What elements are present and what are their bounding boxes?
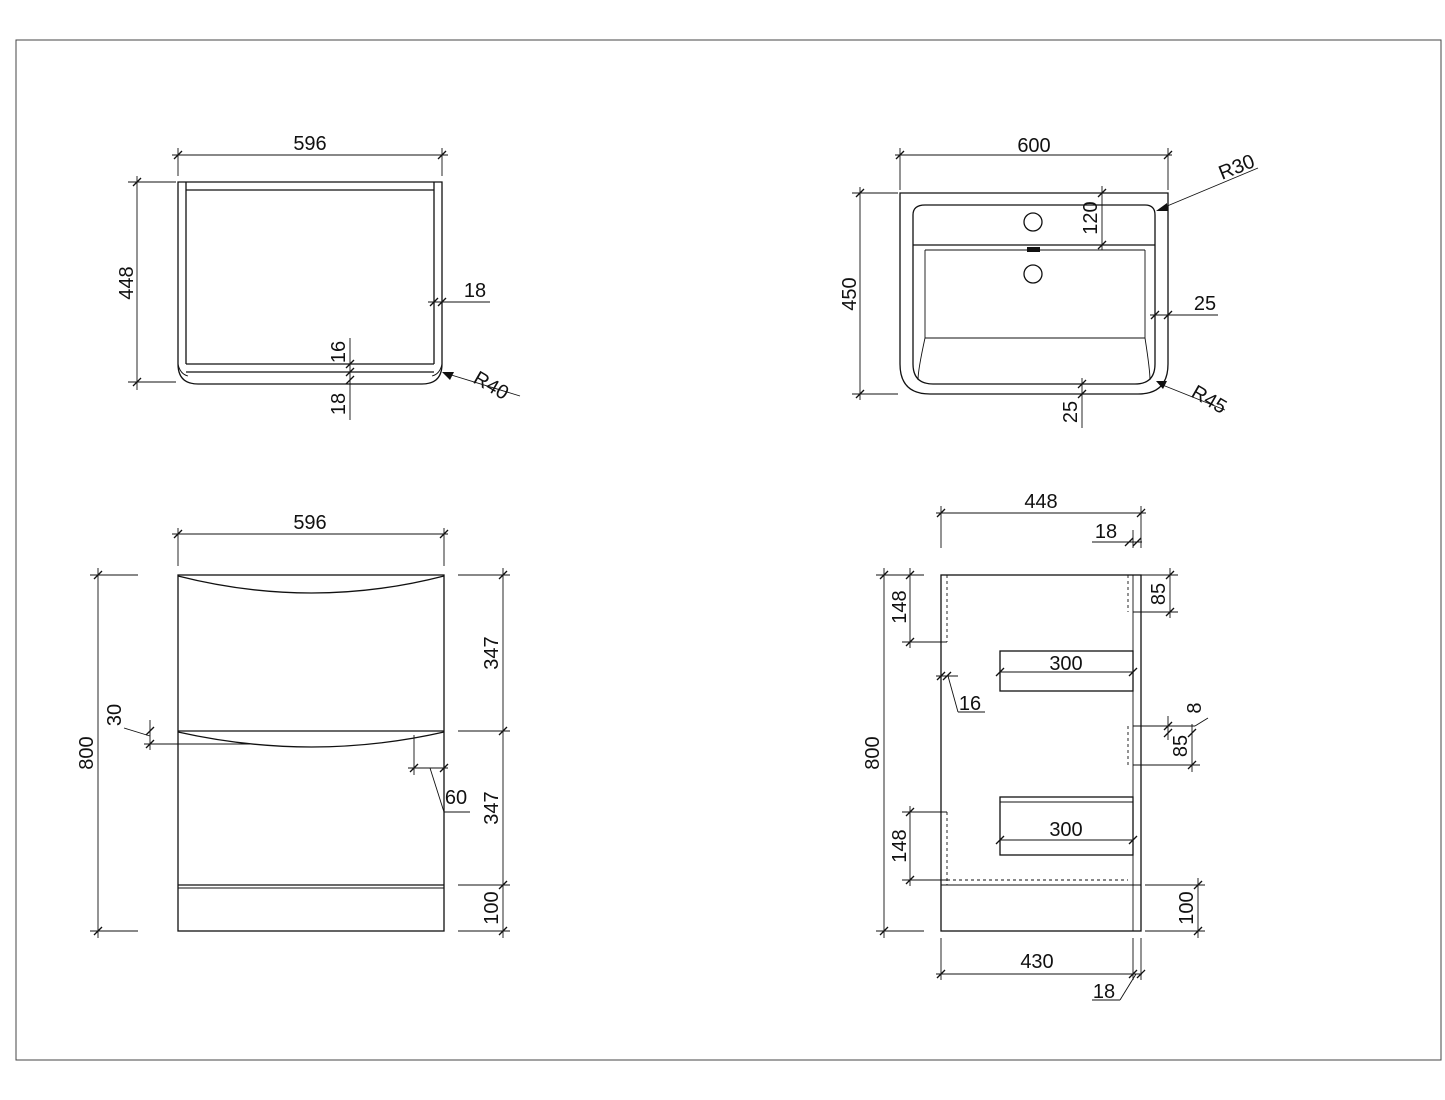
side-drawer-bottom-label: 300	[1049, 819, 1082, 841]
front-drawer-top-label: 347	[481, 636, 503, 669]
side-panel-thickness-label: 16	[959, 693, 981, 715]
side-runner-gap-label: 8	[1184, 702, 1206, 713]
cabinet-top-view: 596 448 18 16 18 R40	[116, 133, 521, 420]
cabinet-side-label: 18	[464, 280, 486, 302]
side-height-label: 800	[862, 736, 884, 769]
sheet-border	[15, 39, 1442, 1061]
cabinet-front-label: 18	[328, 393, 350, 415]
side-inner-depth-label: 430	[1020, 951, 1053, 973]
side-runner-height-label: 85	[1148, 583, 1170, 605]
cabinet-width-label: 596	[293, 133, 326, 155]
side-runner-height-lower-label: 85	[1170, 735, 1192, 757]
front-handle-offset-label: 60	[445, 787, 467, 809]
basin-depth-label: 450	[839, 277, 861, 310]
drain-hole-icon	[1023, 264, 1043, 284]
basin-width-label: 600	[1017, 135, 1050, 157]
front-handle-depth-label: 30	[104, 704, 126, 726]
cabinet-back-label: 16	[328, 341, 350, 363]
basin-top-view: 600 450 120 R30 25 25 R45	[839, 135, 1259, 428]
tap-hole-icon	[1023, 212, 1043, 232]
side-top-panel-label: 18	[1095, 521, 1117, 543]
basin-front-radius-label: R45	[1188, 381, 1231, 418]
side-plinth-label: 100	[1176, 891, 1198, 924]
side-top-rail-label: 148	[889, 590, 911, 623]
cabinet-front-view: 596 800 347 347 100 30 60	[76, 512, 510, 938]
side-depth-label: 448	[1024, 491, 1057, 513]
side-back-panel-label: 18	[1093, 981, 1115, 1003]
basin-deck-label: 120	[1080, 201, 1102, 234]
cabinet-depth-label: 448	[116, 266, 138, 299]
front-height-label: 800	[76, 736, 98, 769]
front-width-label: 596	[293, 512, 326, 534]
cabinet-radius-label: R40	[470, 367, 513, 404]
side-drawer-top-label: 300	[1049, 653, 1082, 675]
basin-rim-label: 25	[1194, 293, 1216, 315]
cabinet-side-view: 300 300 448 18 800 148 148	[862, 491, 1209, 1003]
front-plinth-label: 100	[481, 891, 503, 924]
basin-front-rim-label: 25	[1060, 401, 1082, 423]
basin-top-radius-label: R30	[1216, 150, 1258, 184]
front-drawer-bottom-label: 347	[481, 791, 503, 824]
overflow-slot-icon	[1027, 247, 1040, 252]
side-bottom-rail-label: 148	[889, 829, 911, 862]
